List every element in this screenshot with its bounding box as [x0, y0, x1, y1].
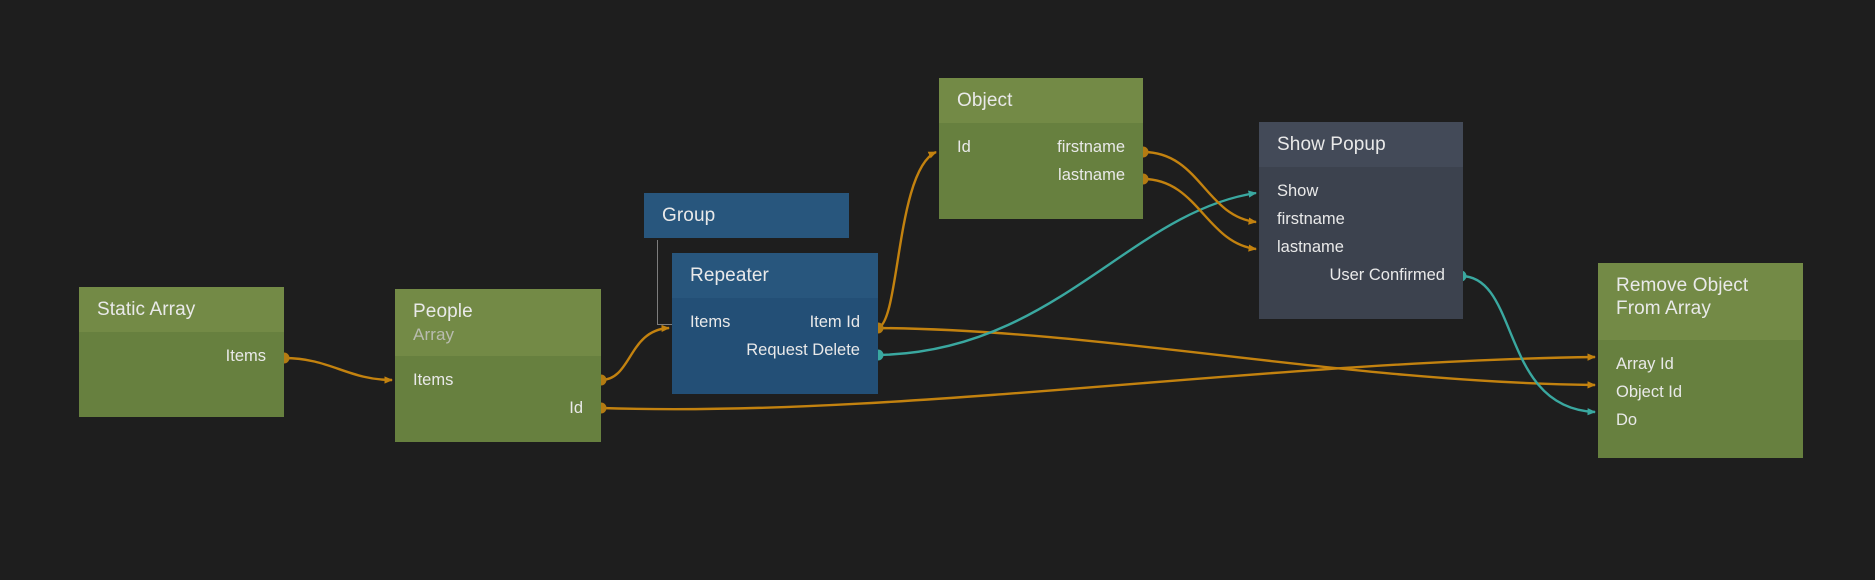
- port-row-people-items[interactable]: Items: [395, 366, 601, 394]
- port-row-show-popup-firstname[interactable]: firstname: [1259, 205, 1463, 233]
- port-label-array-id: Array Id: [1616, 355, 1674, 373]
- wire-object-lastname-to-showpopup-lastname: [1137, 173, 1257, 252]
- port-label-firstname: firstname: [1277, 210, 1345, 228]
- node-object-body: Id firstname lastname: [939, 123, 1143, 219]
- node-people-subtitle: Array: [413, 325, 455, 344]
- port-label-items: Items: [225, 347, 266, 365]
- node-show-popup[interactable]: Show Popup Show firstname lastname User …: [1259, 122, 1463, 319]
- port-label-show: Show: [1277, 182, 1319, 200]
- node-people-body: Items Id: [395, 356, 601, 442]
- port-label-id: Id: [957, 138, 971, 156]
- port-row-people-id[interactable]: Id: [395, 394, 601, 422]
- wire-static-array-items-to-people-items: [278, 352, 393, 384]
- node-group-title: Group: [662, 205, 716, 226]
- node-static-array-header: Static Array: [79, 287, 284, 332]
- node-people-header: People Array: [395, 289, 601, 356]
- node-object-title: Object: [957, 90, 1013, 111]
- node-group-header: Group: [644, 193, 849, 238]
- port-label-id: Id: [569, 399, 583, 417]
- wire-repeater-itemid-to-remove-objectid: [872, 322, 1596, 389]
- port-label-do: Do: [1616, 411, 1638, 429]
- port-label-lastname: lastname: [1277, 238, 1344, 256]
- node-show-popup-title: Show Popup: [1277, 134, 1386, 155]
- node-static-array-body: Items: [79, 332, 284, 417]
- node-repeater-header: Repeater: [672, 253, 878, 298]
- node-object[interactable]: Object Id firstname lastname: [939, 78, 1143, 219]
- node-object-header: Object: [939, 78, 1143, 123]
- group-child-link: [657, 240, 680, 325]
- wire-showpopup-userconfirmed-to-remove-do: [1455, 270, 1596, 416]
- node-remove-object-from-array[interactable]: Remove Object From Array Array Id Object…: [1598, 263, 1803, 458]
- port-label-object-id: Object Id: [1616, 383, 1683, 401]
- port-row-show-popup-show[interactable]: Show: [1259, 177, 1463, 205]
- node-repeater-title: Repeater: [690, 265, 769, 286]
- wire-repeater-itemid-to-object-id: [877, 150, 937, 330]
- port-row-show-popup-user-confirmed[interactable]: User Confirmed: [1259, 261, 1463, 289]
- node-people-title: People: [413, 301, 473, 322]
- node-remove-object-from-array-body: Array Id Object Id Do: [1598, 340, 1803, 458]
- port-row-repeater-items-itemid[interactable]: Items Item Id: [672, 308, 878, 336]
- node-people[interactable]: People Array Items Id: [395, 289, 601, 442]
- port-row-remove-object-id[interactable]: Object Id: [1598, 378, 1803, 406]
- port-row-object-id-firstname[interactable]: Id firstname: [939, 133, 1143, 161]
- port-row-static-array-items[interactable]: Items: [79, 342, 284, 370]
- port-label-items: Items: [413, 371, 454, 389]
- port-label-firstname: firstname: [1057, 138, 1125, 156]
- port-row-object-lastname[interactable]: lastname: [939, 161, 1143, 189]
- port-label-lastname: lastname: [1058, 166, 1125, 184]
- port-row-repeater-request-delete[interactable]: Request Delete: [672, 336, 878, 364]
- node-repeater-body: Items Item Id Request Delete: [672, 298, 878, 394]
- port-label-user-confirmed: User Confirmed: [1329, 266, 1445, 284]
- wire-people-items-to-repeater-items: [595, 324, 670, 386]
- port-label-request-delete: Request Delete: [746, 341, 860, 359]
- node-static-array[interactable]: Static Array Items: [79, 287, 284, 417]
- port-row-show-popup-lastname[interactable]: lastname: [1259, 233, 1463, 261]
- port-row-remove-do[interactable]: Do: [1598, 406, 1803, 434]
- node-group[interactable]: Group: [644, 193, 849, 238]
- node-show-popup-header: Show Popup: [1259, 122, 1463, 167]
- node-show-popup-body: Show firstname lastname User Confirmed: [1259, 167, 1463, 319]
- node-static-array-title: Static Array: [97, 299, 196, 320]
- node-remove-object-from-array-header: Remove Object From Array: [1598, 263, 1803, 340]
- wire-object-firstname-to-showpopup-firstname: [1137, 146, 1257, 225]
- node-remove-object-from-array-title: Remove Object From Array: [1616, 275, 1749, 319]
- port-label-items: Items: [690, 313, 731, 331]
- port-label-item-id: Item Id: [809, 313, 860, 331]
- port-row-remove-array-id[interactable]: Array Id: [1598, 350, 1803, 378]
- node-repeater[interactable]: Repeater Items Item Id Request Delete: [672, 253, 878, 394]
